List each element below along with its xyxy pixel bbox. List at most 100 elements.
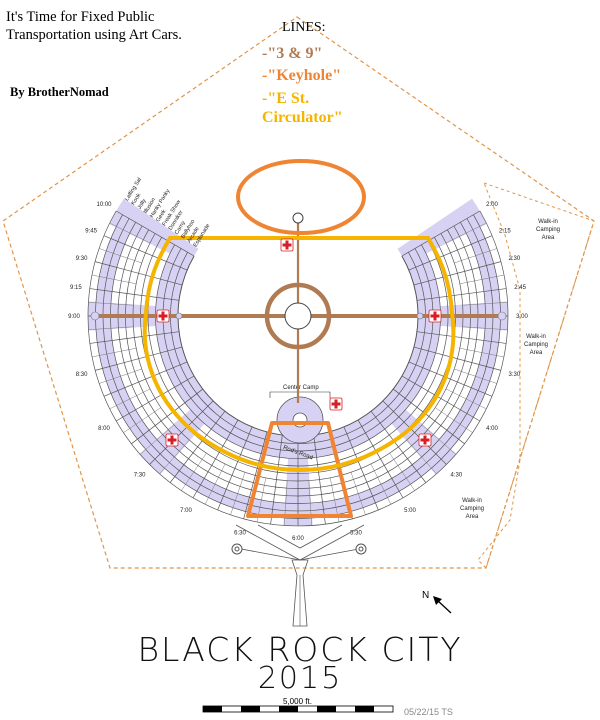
radial-half-206.25 [204, 463, 226, 505]
legend-line-e-circulator: -"E St. Circulator" [262, 90, 343, 126]
radial-105 [413, 346, 501, 371]
street-label: Jolly [137, 198, 148, 211]
time-label: 2:15 [499, 228, 511, 234]
radial-240 [115, 375, 195, 422]
legend-heading: LINES: [282, 20, 326, 35]
radial-202.5 [217, 426, 253, 511]
time-label: 9:45 [85, 228, 97, 234]
walkin-label-1: Walk-in Camping Area [536, 219, 560, 241]
time-label: 6:30 [234, 530, 246, 536]
svg-text:Walk-in: Walk-in [526, 334, 546, 340]
scale-label: 5,000 ft. [283, 697, 312, 706]
medical-icon [329, 397, 343, 411]
radial-277.5 [89, 288, 180, 301]
time-label-6: 6:00 [292, 536, 304, 542]
north-arrow: N [422, 590, 452, 614]
legend-line-3-and-9: -"3 & 9" [262, 45, 323, 62]
svg-text:Camping: Camping [536, 227, 560, 233]
radial-75 [413, 261, 501, 286]
radial-half-123.75 [435, 407, 473, 433]
walkin-area-outline [477, 182, 595, 569]
radial-135 [382, 400, 447, 465]
radial-half-213.75 [181, 453, 207, 491]
time-label: 8:00 [98, 426, 110, 432]
time-label: 4:00 [486, 426, 498, 432]
plaza-radial-5 [109, 198, 199, 264]
radial-225 [149, 400, 214, 465]
radial-82.5 [416, 288, 507, 301]
scale-bar [202, 705, 394, 713]
scale-seg [203, 706, 222, 712]
plaza-9-inner [175, 312, 183, 320]
radial-210 [192, 419, 239, 499]
radial-247.5 [103, 361, 188, 397]
time-label: 2:30 [509, 256, 521, 262]
radial-half-71.25 [454, 248, 497, 264]
radial-300 [115, 210, 195, 257]
radial-half-153.75 [370, 463, 392, 505]
radial-half-78.75 [459, 274, 505, 285]
radial-195 [243, 431, 268, 519]
radial-112.5 [408, 361, 493, 397]
svg-text:Area: Area [530, 350, 543, 356]
radial-255 [95, 346, 183, 371]
medical-stations [156, 238, 442, 447]
time-label: 2:00 [486, 202, 498, 208]
svg-text:Area: Area [466, 514, 479, 520]
radial-120 [401, 375, 481, 422]
line-keyhole [236, 159, 366, 518]
radial-157.5 [343, 426, 379, 511]
walkin-label-3: Walk-in Camping Area [460, 498, 484, 520]
radial-half-198.75 [230, 472, 246, 515]
plaza-band-inner [155, 244, 441, 459]
author-byline: By BrotherNomad [10, 85, 109, 99]
city-entrance [231, 524, 367, 627]
date-stamp: 05/22/15 TS [404, 707, 453, 717]
plaza-3-marker [497, 311, 507, 321]
svg-text:Camping: Camping [460, 506, 484, 512]
temple-marker [292, 212, 304, 224]
map-title-line2: 2015 [257, 661, 343, 696]
time-label: 2:45 [514, 285, 526, 291]
walkin-label-2: Walk-in Camping Area [524, 334, 548, 356]
radial-142.5 [370, 410, 427, 483]
radial-half-236.25 [123, 407, 161, 433]
clock-time-labels: 10:009:459:309:159:008:308:007:307:006:3… [68, 202, 528, 542]
center-camp-bracket [269, 391, 331, 398]
medical-icon [280, 238, 294, 252]
radial-half-281.25 [91, 274, 137, 285]
time-label: 3:30 [509, 372, 521, 378]
radial-half-296.25 [109, 222, 151, 244]
radial-285 [95, 261, 183, 286]
radial-292.5 [103, 235, 188, 271]
radial-half-131.25 [421, 424, 457, 455]
the-man-circle [284, 302, 312, 330]
plaza-9-marker [90, 311, 100, 321]
radial-150 [357, 419, 404, 499]
medical-icon [156, 309, 170, 323]
trash-fence-boundary [2, 16, 595, 569]
radial-232.5 [131, 388, 204, 445]
radial-half-266.25 [88, 326, 134, 330]
medical-icon [165, 433, 179, 447]
svg-text:Area: Area [542, 235, 555, 241]
radial-half-176.25 [308, 480, 312, 526]
radial-half-258.75 [91, 347, 137, 358]
radial-half-138.75 [406, 439, 437, 475]
radial-half-86.25 [462, 302, 508, 306]
radial-97.5 [416, 331, 507, 344]
time-label: 5:30 [350, 530, 362, 536]
time-label: 4:30 [451, 472, 463, 478]
radial-half-288.75 [99, 248, 142, 264]
plaza-radial-6 [397, 198, 487, 264]
radial-half-93.75 [462, 326, 508, 330]
time-label: 5:00 [404, 508, 416, 514]
radial-half-116.25 [445, 388, 487, 410]
scale-seg [355, 706, 374, 712]
radial-half-251.25 [99, 368, 142, 384]
center-camp-label: Center Camp [283, 385, 319, 391]
radial-half-101.25 [459, 347, 505, 358]
svg-text:Walk-in: Walk-in [538, 219, 558, 225]
time-label: 8:30 [76, 372, 88, 378]
radial-half-273.75 [88, 302, 134, 306]
